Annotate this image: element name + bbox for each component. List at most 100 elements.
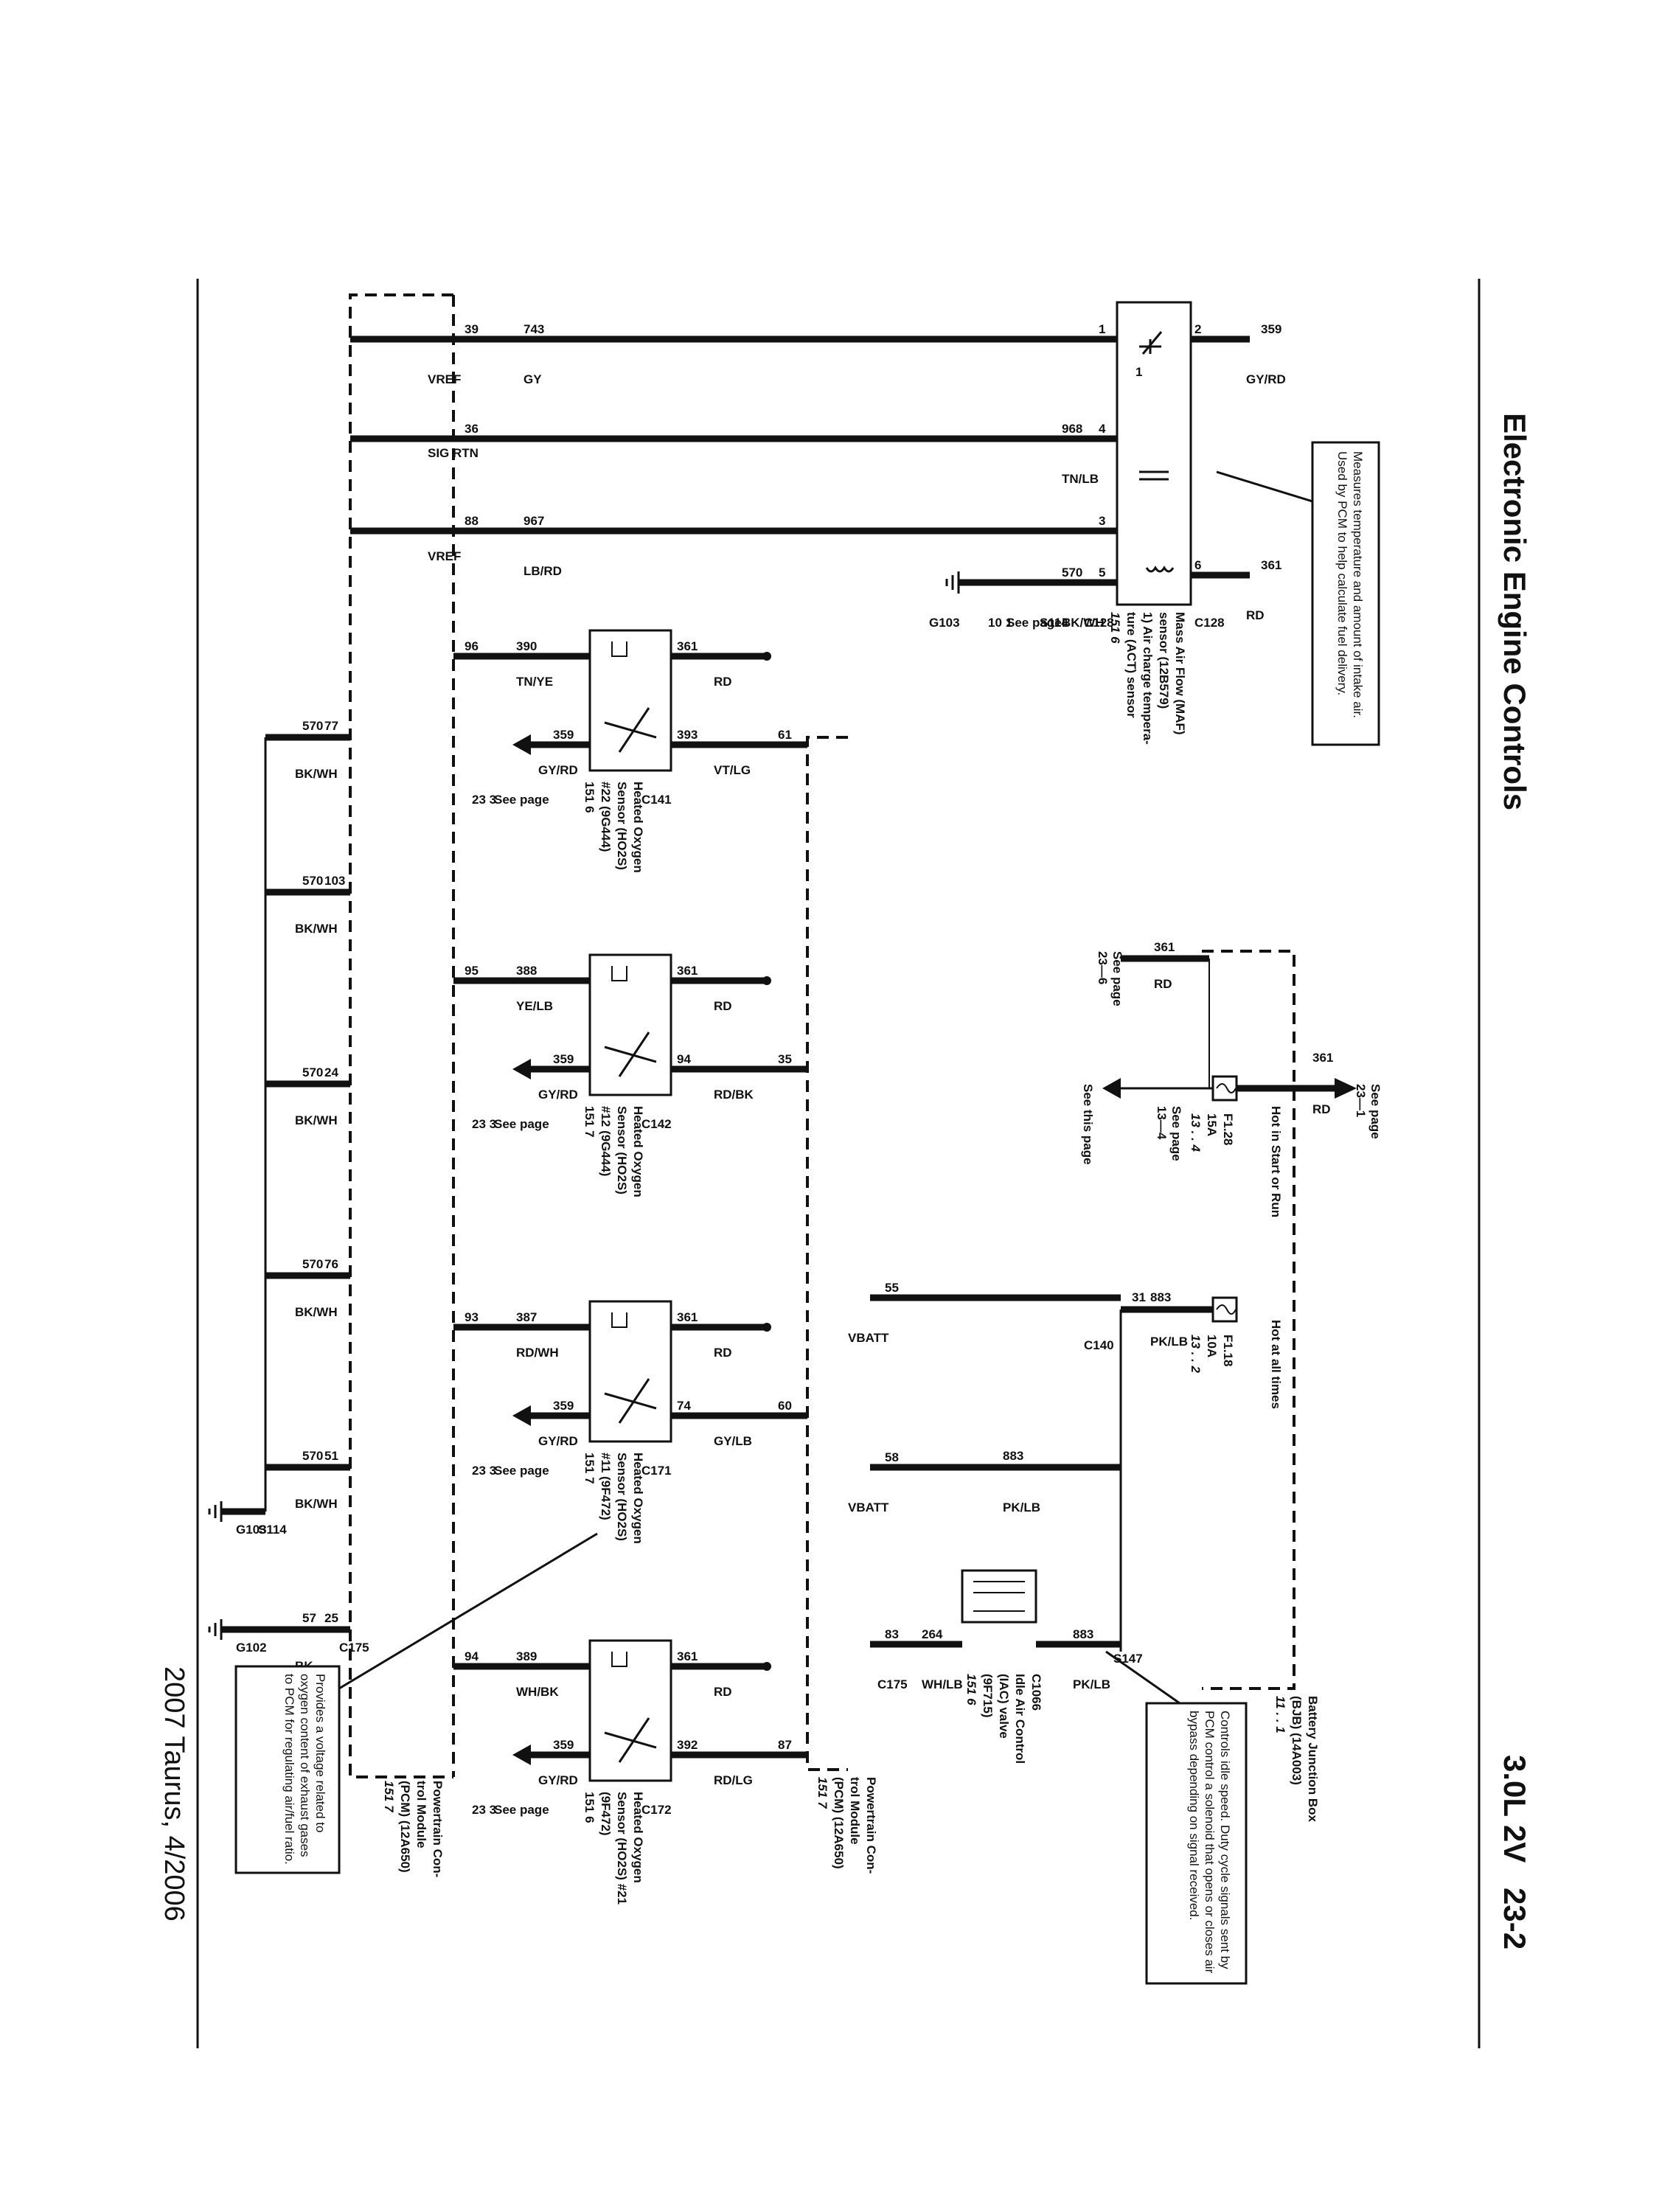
pcm-upper-outline (806, 736, 848, 1771)
ho2s-htr-pin: 35 (778, 1052, 792, 1066)
ho2s-name-line3: #22 (9G444) (599, 782, 613, 852)
ho2s-pwr-circuit: 361 (677, 1649, 698, 1663)
maf-sensor-body (1116, 301, 1192, 606)
fuse-f1-28 (1211, 1075, 1238, 1102)
ho2s-ref: 151 6 (582, 1792, 597, 1823)
svg-text:3: 3 (1099, 514, 1105, 528)
ground-color: BK/WH (295, 1305, 338, 1319)
splice-dot (762, 1323, 771, 1332)
svg-text:See page: See page (1368, 1084, 1382, 1139)
svg-text:2: 2 (1194, 322, 1201, 336)
svg-text:GY/RD: GY/RD (1246, 372, 1286, 386)
svg-text:883: 883 (1003, 1449, 1023, 1463)
ho2s-htr-circuit: 74 (677, 1399, 691, 1413)
ref-arrow-s (1102, 1078, 1121, 1099)
svg-text:(BJB) (14A003): (BJB) (14A003) (1290, 1696, 1304, 1785)
ho2s-body (588, 1300, 672, 1443)
ho2s-sensor-symbol (604, 1032, 657, 1077)
ho2s-gnd-circuit: 359 (553, 1052, 574, 1066)
ho2s-note-arrow (338, 1532, 598, 1690)
footer-model-date: 2007 Taurus, 4/2006 (159, 1666, 189, 1921)
iac-label: C1066 Idle Air Control (IAC) valve (9F71… (964, 1674, 1043, 1764)
pcm-upper-name-2: trol Module (848, 1777, 862, 1845)
ho2s-conn: C142 (641, 1117, 672, 1131)
svg-text:LB/RD: LB/RD (524, 564, 562, 578)
svg-text:23—6: 23—6 (1096, 951, 1110, 984)
ho2s-htr-circuit: 393 (677, 728, 698, 742)
svg-text:G103: G103 (929, 616, 960, 630)
ho2s-note: Provides a voltage related to oxygen con… (282, 1674, 327, 1865)
ho2s-sensor-symbol (604, 707, 657, 753)
ho2s-name-line2: Sensor (HO2S) (615, 1453, 629, 1541)
ho2s-htr-pin: 87 (778, 1738, 792, 1752)
ho2s-conn: C172 (641, 1803, 672, 1817)
ground-g102-label: G102 (236, 1641, 267, 1655)
ho2s-htr-color: VT/LG (714, 763, 751, 777)
pcm-label-lower: Powertrain Con- trol Module (PCM) (12A65… (382, 1781, 445, 1877)
ground-symbol-2 (208, 1619, 265, 1640)
pcm-upper-ref: 151 7 (815, 1777, 830, 1809)
svg-text:Idle Air Control: Idle Air Control (1013, 1674, 1027, 1764)
svg-text:359: 359 (1261, 322, 1281, 336)
ground-pin: 24 (324, 1065, 338, 1079)
ho2s-sensor-symbol (604, 1717, 657, 1763)
svg-text:F1.18: F1.18 (1221, 1335, 1235, 1366)
ho2s-name-line2: Sensor (HO2S) (615, 782, 629, 870)
ho2s-ref: 151 7 (582, 1453, 597, 1484)
splice-dot (762, 976, 771, 985)
ho2s-sensor-3: 361RD74GY/LB60387RD/WH93359GY/RDC171See … (453, 1300, 807, 1544)
ho2s-pwr-circuit: 361 (677, 639, 698, 653)
ho2s-heater-symbol (611, 1312, 627, 1328)
svg-text:13—4: 13—4 (1155, 1106, 1169, 1140)
ho2s-sig-circuit: 390 (516, 639, 537, 653)
svg-text:See page: See page (1169, 1106, 1183, 1161)
svg-text:See page: See page (1006, 616, 1062, 630)
bjb-outline (1202, 950, 1295, 1690)
ho2s-htr-color: RD/LG (714, 1773, 753, 1787)
svg-text:SIG RTN: SIG RTN (428, 446, 479, 460)
svg-text:151 6: 151 6 (1108, 612, 1122, 644)
ground-s114-label: S114 (258, 1523, 287, 1537)
ho2s-sensor-1: 361RD393VT/LG61390TN/YE96359GY/RDC141See… (453, 629, 807, 873)
ho2s-name-line3: #11 (9F472) (599, 1453, 613, 1520)
svg-text:C140: C140 (1084, 1338, 1114, 1352)
iac-note-text: Controls idle speed. Duty cycle signals … (1187, 1711, 1232, 1974)
ground-pin: 25 (324, 1611, 338, 1625)
ground-pin: 77 (324, 719, 338, 733)
svg-text:88: 88 (465, 514, 479, 528)
ho2s-gnd-circuit: 359 (553, 1399, 574, 1413)
svg-text:Battery Junction Box: Battery Junction Box (1306, 1696, 1320, 1823)
ho2s-note-text: Provides a voltage related to oxygen con… (282, 1674, 327, 1865)
svg-text:TN/LB: TN/LB (1062, 472, 1099, 486)
svg-text:sensor (12B579): sensor (12B579) (1157, 612, 1171, 709)
ho2s-pwr-color: RD (714, 1685, 732, 1699)
ho2s-sig-circuit: 388 (516, 964, 537, 978)
ho2s-see: See page (494, 793, 549, 807)
svg-text:1) Air charge tempera-: 1) Air charge tempera- (1141, 612, 1155, 745)
ho2s-sig-color: RD/WH (516, 1346, 559, 1360)
ho2s-note-box (234, 1665, 341, 1874)
ho2s-sig-circuit: 387 (516, 1310, 537, 1324)
svg-text:5: 5 (1099, 566, 1105, 580)
ground-pin: 76 (324, 1257, 338, 1271)
header-title: Electronic Engine Controls (1498, 413, 1532, 810)
ho2s-sensors: 361RD393VT/LG61390TN/YE96359GY/RDC141See… (453, 629, 807, 1905)
svg-text:ture (ACT) sensor: ture (ACT) sensor (1124, 612, 1138, 718)
ho2s-conn: C141 (641, 793, 672, 807)
maf-note-box (1311, 441, 1380, 746)
ho2s-ref: 151 6 (582, 782, 597, 813)
ref-arrow-e (512, 734, 531, 755)
svg-text:10 1: 10 1 (988, 616, 1012, 630)
ground-color: BK/WH (295, 1497, 338, 1511)
svg-text:C128: C128 (1084, 616, 1114, 630)
pcm-label-upper: Powertrain Con- trol Module (PCM) (12A65… (815, 1777, 878, 1874)
svg-text:See page: See page (1110, 951, 1124, 1006)
maf-sensor-label: Mass Air Flow (MAF) sensor (12B579) 1) A… (1108, 612, 1187, 745)
svg-text:PK/LB: PK/LB (1073, 1677, 1110, 1691)
iac-note-box (1145, 1702, 1248, 1985)
ho2s-sig-pin: 94 (465, 1649, 479, 1663)
ho2s-pwr-color: RD (714, 999, 732, 1013)
maf-ground-g103: G103 See page 10 1 (929, 571, 1062, 630)
